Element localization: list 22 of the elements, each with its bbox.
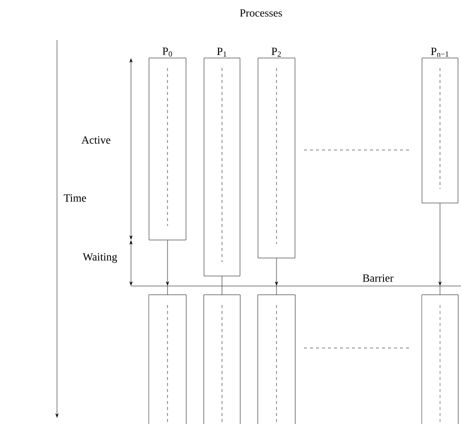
connector-line bbox=[276, 286, 277, 295]
process-box: P$_{1}$ bbox=[204, 48, 240, 276]
node-label: P$_{n−1}$ bbox=[430, 48, 448, 57]
label: Processes bbox=[240, 9, 282, 17]
connector-line bbox=[167, 286, 168, 295]
process-box: P$_{n−1}$ bbox=[422, 48, 458, 204]
process-box bbox=[204, 294, 240, 424]
process-box: P$_{0}$ bbox=[148, 48, 186, 240]
arrow bbox=[166, 240, 169, 286]
arrow bbox=[275, 258, 278, 286]
label: Active bbox=[81, 136, 110, 144]
process-box bbox=[422, 294, 458, 424]
label: Waiting bbox=[82, 253, 118, 263]
process-box bbox=[148, 294, 186, 424]
barrier-line: Barrier bbox=[130, 274, 461, 286]
arrow bbox=[438, 203, 442, 286]
process-box: P$_{2}$ bbox=[258, 48, 296, 258]
label: Time bbox=[64, 194, 86, 202]
node-label: P$_{1}$ bbox=[217, 48, 226, 57]
node-label: P$_{0}$ bbox=[162, 48, 172, 57]
process-box bbox=[258, 294, 296, 424]
node-label: P$_{2}$ bbox=[272, 48, 281, 57]
